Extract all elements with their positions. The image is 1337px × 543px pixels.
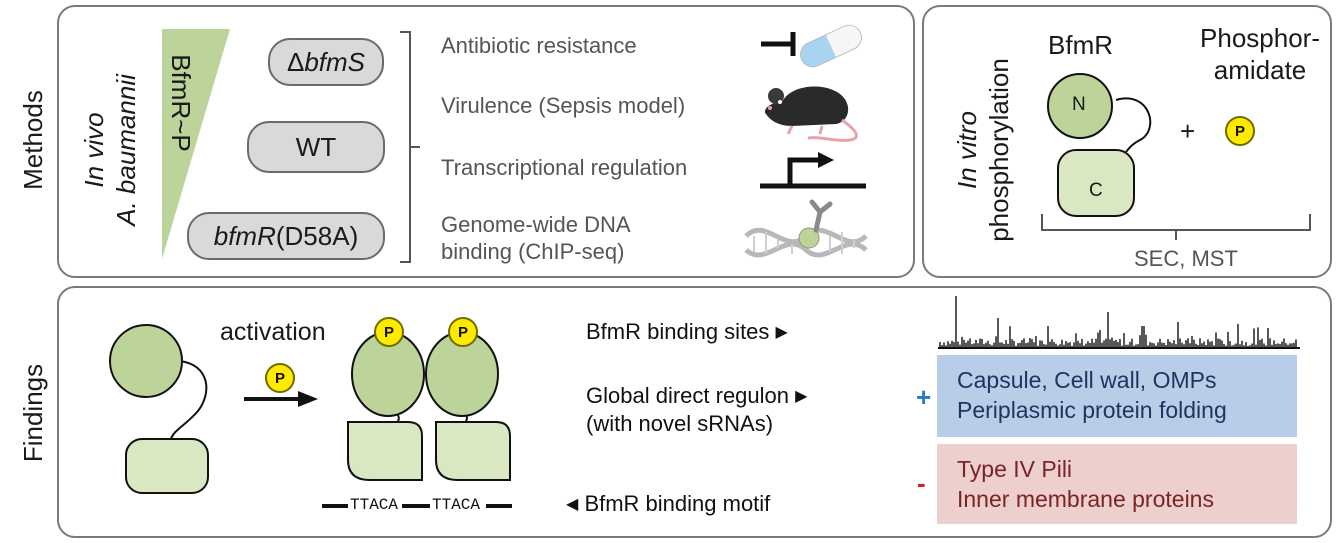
- methods-label: Methods: [18, 90, 48, 190]
- binding-sites-text: BfmR binding sites: [586, 319, 770, 344]
- phosphoramidate-line1: Phosphor-: [1200, 23, 1320, 53]
- bfmr-p-gradient-triangle: [162, 29, 230, 259]
- assay-label: SEC, MST: [1134, 246, 1238, 271]
- left-pointer-icon: ◀: [566, 496, 579, 513]
- strain-prefix: Δ: [286, 46, 305, 77]
- regulon-line2: (with novel sRNAs): [586, 411, 774, 436]
- motif-dash: [402, 504, 430, 508]
- phosphate-icon: P: [1225, 116, 1255, 146]
- activation-phosphate-icon: P: [265, 363, 295, 393]
- assay-bracket: [1041, 214, 1311, 240]
- downregulated-item: Inner membrane proteins: [957, 486, 1214, 512]
- dna-antibody-icon: [744, 199, 868, 258]
- in-vivo-label: In vivo A. baumannii: [78, 70, 142, 230]
- motif-dash: [322, 504, 348, 508]
- active-bfmr-dimer: [347, 331, 511, 481]
- in-vivo-label-line1: In vivo: [79, 112, 109, 188]
- regulon-line1: Global direct regulon: [586, 383, 790, 408]
- downregulated-box: Type IV Pili Inner membrane proteins: [937, 444, 1297, 524]
- phosphate-label: P: [383, 323, 394, 341]
- chip-seq-peak-track: [938, 296, 1300, 349]
- in-vitro-label-line1: In vitro: [952, 110, 982, 190]
- right-pointer-icon: ▶: [795, 388, 808, 405]
- in-vitro-panel: [922, 5, 1332, 278]
- motif-seq-2: TTACA: [432, 496, 481, 514]
- up-regulation-sign: +: [916, 382, 932, 412]
- domain-n-label: N: [1072, 94, 1086, 115]
- upregulated-item: Capsule, Cell wall, OMPs: [957, 367, 1217, 393]
- motif-dash: [486, 504, 512, 508]
- motif-label-text: BfmR binding motif: [584, 491, 771, 516]
- phosphoramidate-line2: amidate: [1213, 55, 1307, 85]
- phosphate-label: P: [274, 369, 285, 387]
- strain-suffix: (D58A): [275, 220, 359, 251]
- activation-label: activation: [220, 318, 326, 346]
- strain-pill-bfmr-d58a: bfmR(D58A): [187, 212, 385, 260]
- inactive-bfmr-protein: [109, 324, 209, 494]
- regulon-label: Global direct regulon ▶ (with novel sRNA…: [586, 382, 807, 437]
- strain-name: bfmR: [213, 220, 276, 251]
- findings-label: Findings: [18, 363, 48, 463]
- method-chip-seq-line1: Genome-wide DNA: [441, 212, 631, 237]
- strain-name: bfmS: [304, 46, 366, 77]
- strain-name: WT: [295, 131, 337, 162]
- bfmr-protein-name: BfmR: [1048, 30, 1113, 60]
- mouse-icon: [764, 86, 858, 142]
- phosphate-label: P: [457, 323, 468, 341]
- downregulated-item: Type IV Pili: [957, 456, 1073, 482]
- in-vivo-label-line2: A. baumannii: [111, 74, 141, 226]
- motif-label: ◀ BfmR binding motif: [566, 490, 770, 518]
- dimer-phosphate-icon-2: P: [448, 317, 478, 347]
- bfmr-inactive-protein: [1047, 73, 1152, 217]
- phosphate-label: P: [1234, 122, 1245, 140]
- method-antibiotic-resistance: Antibiotic resistance: [441, 33, 637, 58]
- down-regulation-sign: -: [917, 468, 926, 498]
- right-pointer-icon: ▶: [775, 324, 788, 341]
- activation-arrow: [244, 391, 318, 407]
- binding-sites-label: BfmR binding sites ▶: [586, 318, 788, 346]
- domain-c-label: C: [1089, 180, 1103, 201]
- dimer-phosphate-icon-1: P: [374, 317, 404, 347]
- strain-pill-wt: WT: [247, 121, 385, 173]
- in-vitro-label: In vitro phosphorylation: [951, 55, 1015, 245]
- upregulated-item: Periplasmic protein folding: [957, 397, 1227, 423]
- motif-seq-1: TTACA: [350, 496, 399, 514]
- antibiotic-pill-icon: [761, 24, 862, 68]
- in-vitro-label-line2: phosphorylation: [984, 58, 1014, 242]
- in-vitro-plus: +: [1180, 116, 1196, 146]
- gradient-label: BfmR~P: [166, 54, 196, 152]
- phosphoramidate-label: Phosphor- amidate: [1195, 22, 1325, 86]
- binding-motif: TTACA TTACA: [322, 494, 532, 518]
- method-transcriptional-regulation: Transcriptional regulation: [441, 155, 688, 180]
- method-chip-seq-line2: binding (ChIP-seq): [441, 239, 625, 264]
- method-virulence: Virulence (Sepsis model): [441, 93, 686, 118]
- strains-bracket: [400, 31, 420, 263]
- promoter-arrow-icon: [760, 152, 866, 189]
- upregulated-box: Capsule, Cell wall, OMPs Periplasmic pro…: [937, 355, 1297, 437]
